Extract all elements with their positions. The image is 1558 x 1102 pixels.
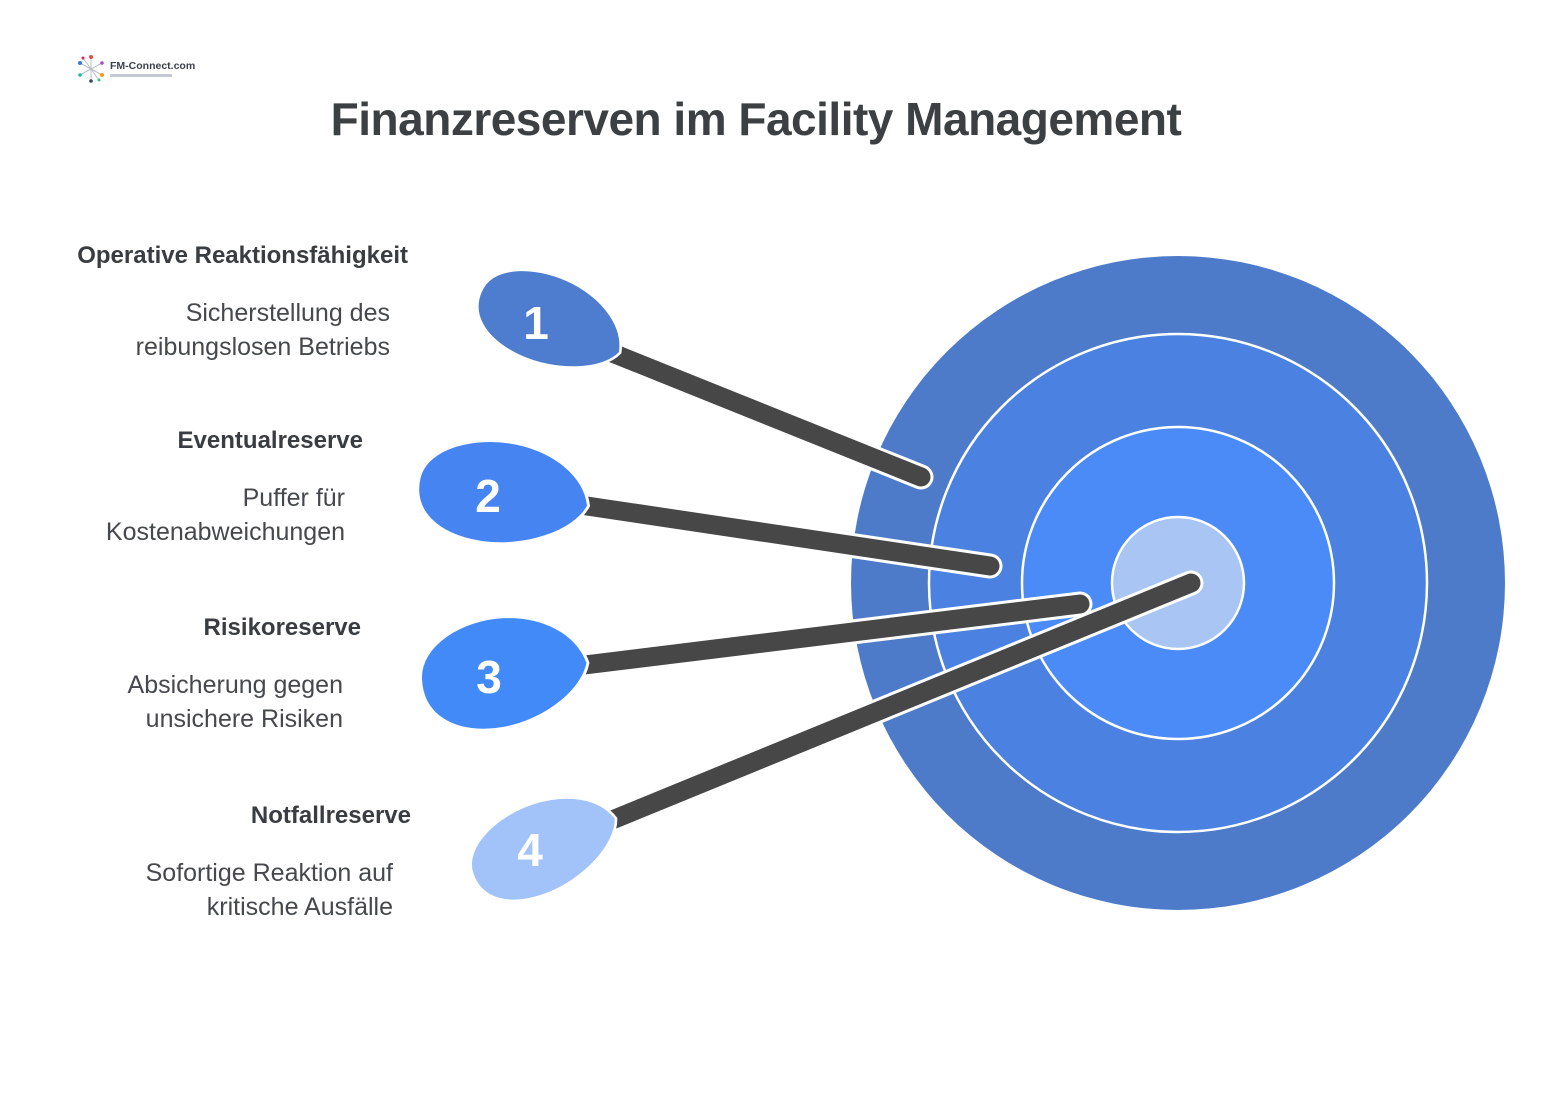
label-3-desc-line2: unsichere Risiken [145,705,343,733]
blob-4 [454,774,634,919]
logo-tagline [110,74,172,77]
blob-2 [409,428,598,558]
label-4-desc-line2: kritische Ausfälle [206,893,393,921]
label-block-4: Notfallreserve Sofortige Reaktion auf kr… [146,802,411,924]
blob-1 [461,248,640,395]
label-2-desc-line1: Puffer für [242,484,345,512]
label-2-heading: Eventualreserve [177,427,363,454]
logo-text: FM-Connect.com [110,60,196,72]
label-1-desc-line1: Sicherstellung des [185,299,390,327]
label-3-heading: Risikoreserve [203,614,361,641]
label-1-heading: Operative Reaktionsfähigkeit [77,242,408,269]
logo: FM-Connect.com [76,54,195,84]
label-block-2: Eventualreserve Puffer für Kostenabweich… [106,427,363,549]
label-2-description: Puffer für Kostenabweichungen [106,481,345,549]
arrow-4 [585,573,1201,837]
label-4-desc-line1: Sofortige Reaktion auf [145,859,393,887]
label-4-heading: Notfallreserve [250,802,411,829]
blob-1-number: 1 [523,297,549,349]
blob-2-number: 2 [475,470,501,522]
page-title: Finanzreserven im Facility Management [330,93,1182,145]
label-2-desc-line2: Kostenabweichungen [105,518,345,546]
label-1-description: Sicherstellung des reibungslosen Betrieb… [59,296,390,364]
blob-3-number: 3 [476,651,502,703]
arrow-3 [550,594,1090,678]
arrow-1 [590,338,931,487]
label-block-1: Operative Reaktionsfähigkeit Sicherstell… [59,242,408,364]
label-3-desc-line1: Absicherung gegen [127,671,343,699]
arrow-2 [550,492,1000,576]
blob-3 [412,605,597,740]
blob-4-number: 4 [517,824,543,876]
logo-starburst-icon [78,55,104,83]
label-3-description: Absicherung gegen unsichere Risiken [128,668,343,736]
label-4-description: Sofortige Reaktion auf kritische Ausfäll… [146,856,393,924]
label-block-3: Risikoreserve Absicherung gegen unsicher… [128,614,361,736]
label-1-desc-line2: reibungslosen Betriebs [135,333,390,361]
arrow-shafts [547,335,1204,840]
